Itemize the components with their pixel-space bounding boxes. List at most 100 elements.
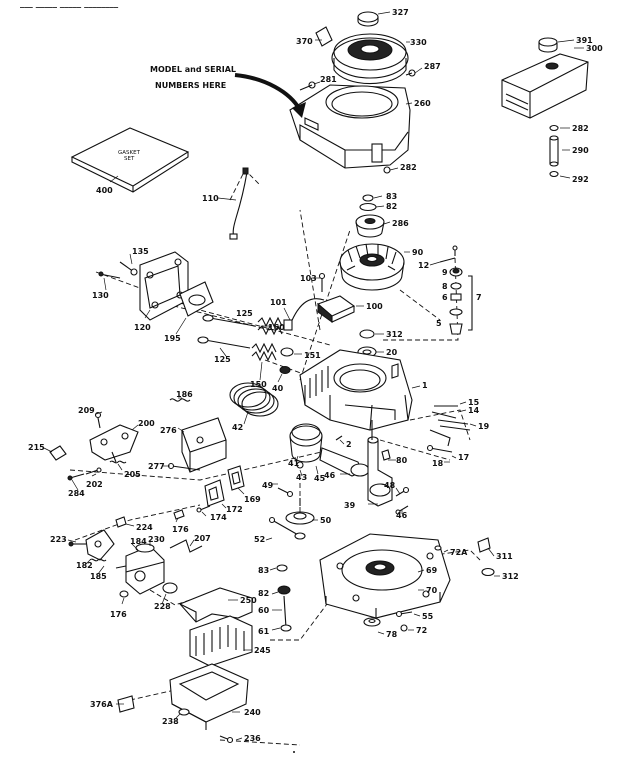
label-7: 7 — [476, 293, 482, 302]
part-176-washer-upper — [173, 509, 185, 520]
label-176-lower: 176 — [110, 610, 127, 619]
part-83-82-nut-washer — [359, 194, 377, 212]
label-370: 370 — [296, 37, 313, 46]
part-42-piston-rings — [229, 382, 279, 417]
label-70: 70 — [426, 586, 438, 595]
label-184: 184 — [130, 537, 147, 546]
label-110: 110 — [202, 194, 219, 203]
part-46-rod-screw — [395, 486, 410, 497]
part-135-bolt — [119, 261, 138, 276]
part-number-labels: 327 370 330 287 281 260 282 400 110 83 8… — [28, 8, 603, 743]
label-195: 195 — [164, 334, 181, 343]
part-286-fan-hub — [355, 214, 385, 238]
part-245-air-filter — [189, 615, 253, 667]
part-236-screw — [219, 735, 234, 744]
label-41: 41 — [288, 459, 300, 468]
label-236: 236 — [244, 734, 261, 743]
label-182: 182 — [76, 561, 93, 570]
label-327: 327 — [392, 8, 409, 17]
label-400: 400 — [96, 186, 113, 195]
label-72A: 72A — [450, 548, 468, 557]
part-240-air-cleaner-base — [169, 663, 249, 730]
label-1: 1 — [422, 381, 428, 390]
label-46-upper: 46 — [324, 471, 336, 480]
part-43-wrist-pin — [296, 461, 304, 469]
label-55: 55 — [422, 612, 434, 621]
part-195-head-gasket — [179, 281, 214, 317]
label-391: 391 — [576, 36, 593, 45]
leader-lines — [43, 11, 584, 741]
label-45: 45 — [314, 474, 326, 483]
callout-line-2: NUMBERS HERE — [155, 81, 226, 90]
part-260-blower-housing — [289, 84, 411, 169]
label-52: 52 — [254, 535, 265, 544]
label-174: 174 — [210, 513, 227, 522]
part-209-screw — [94, 411, 102, 429]
label-9: 9 — [442, 268, 448, 277]
part-72A-plug — [434, 545, 442, 551]
label-103: 103 — [300, 274, 317, 283]
label-186: 186 — [176, 390, 193, 399]
part-276-muffler — [181, 417, 227, 473]
part-17-18-governor-arm — [426, 429, 453, 453]
label-284: 284 — [68, 489, 85, 498]
footer-dot — [293, 751, 295, 753]
part-207-link — [169, 539, 203, 553]
part-100-ignition-armature — [316, 295, 356, 323]
part-376A-label — [117, 695, 135, 713]
part-83-82-lower-nut — [276, 564, 291, 595]
part-125-valve-lower — [197, 336, 251, 349]
label-135: 135 — [132, 247, 149, 256]
part-312-oil-ring — [481, 567, 495, 577]
part-90-flywheel — [339, 243, 405, 291]
label-40: 40 — [272, 384, 284, 393]
label-286: 286 — [392, 219, 409, 228]
part-290-fuel-line — [549, 135, 559, 167]
callout-line-1: MODEL and SERIAL — [150, 65, 236, 74]
label-215: 215 — [28, 443, 45, 452]
label-276: 276 — [160, 426, 177, 435]
label-330: 330 — [410, 38, 427, 47]
part-52-push-rod — [268, 516, 306, 540]
label-207: 207 — [194, 534, 211, 543]
part-250-air-cleaner-cover — [179, 587, 253, 623]
label-287: 287 — [424, 62, 441, 71]
label-240: 240 — [244, 708, 261, 717]
label-150: 150 — [250, 380, 267, 389]
label-101: 101 — [270, 298, 287, 307]
label-205: 205 — [124, 470, 141, 479]
label-82-lower: 82 — [258, 589, 269, 598]
label-250: 250 — [240, 596, 257, 605]
label-15: 15 — [468, 398, 480, 407]
part-300-fuel-tank — [501, 53, 589, 119]
part-223-carb-bracket — [68, 529, 115, 561]
label-209: 209 — [78, 406, 95, 415]
label-17: 17 — [458, 453, 469, 462]
label-228: 228 — [154, 602, 171, 611]
label-46-lower: 46 — [396, 511, 408, 520]
header-text: ___ _____ _____ ________ — [20, 0, 119, 9]
label-18: 18 — [432, 459, 444, 468]
part-186-governor-spring — [169, 398, 191, 402]
part-151-valve-retainer — [279, 347, 294, 374]
part-330-rewind-starter — [331, 33, 409, 85]
label-176-upper: 176 — [172, 525, 189, 534]
part-292-fuel-clamp-lower — [549, 170, 559, 178]
part-72-drain-plug — [400, 624, 408, 632]
part-370-tag — [315, 26, 333, 47]
label-185: 185 — [90, 572, 107, 581]
part-69-70-engine-sump — [319, 533, 451, 619]
label-72: 72 — [416, 626, 427, 635]
label-8: 8 — [442, 282, 448, 291]
part-41-piston — [289, 423, 323, 463]
part-172-exhaust-gasket — [204, 479, 225, 507]
label-180: 230 — [148, 535, 165, 544]
label-282-upper: 282 — [400, 163, 417, 172]
part-15-14-19-governor-linkage — [431, 405, 471, 431]
label-2: 2 — [346, 440, 352, 449]
label-277: 277 — [148, 462, 165, 471]
label-83-lower: 83 — [258, 566, 269, 575]
label-151: 151 — [304, 351, 321, 360]
part-103-screw — [318, 272, 326, 292]
label-125-lower: 125 — [214, 355, 231, 364]
